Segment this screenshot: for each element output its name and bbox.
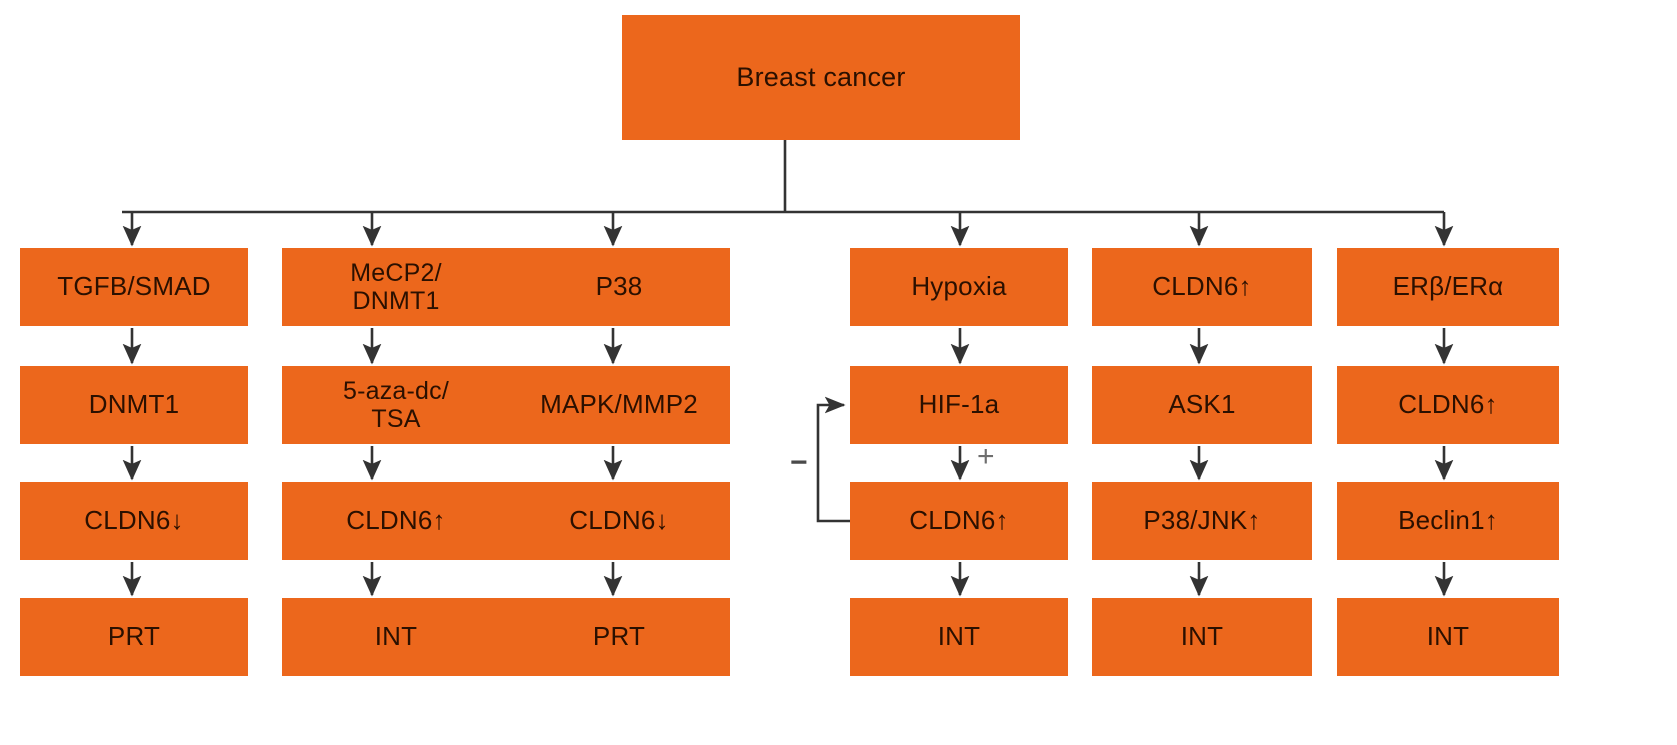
node-mecp2-dnmt1-row2[interactable]: 5-aza-dc/ TSA <box>282 366 510 444</box>
node-label: INT <box>937 621 981 652</box>
node-tgfb-smad-row1[interactable]: TGFB/SMAD <box>20 248 248 326</box>
node-p38-row2[interactable]: MAPK/MMP2 <box>508 366 730 444</box>
node-label: Hypoxia <box>911 271 1007 302</box>
node-label: CLDN6↓ <box>84 505 184 536</box>
node-cldn6-up-ask1-row2[interactable]: ASK1 <box>1092 366 1312 444</box>
node-breast-cancer[interactable]: Breast cancer <box>622 15 1020 140</box>
node-hypoxia-row2[interactable]: HIF-1a <box>850 366 1068 444</box>
node-label: P38/JNK↑ <box>1143 505 1261 536</box>
node-label: Breast cancer <box>736 62 906 93</box>
node-mecp2-dnmt1-row4[interactable]: INT <box>282 598 510 676</box>
node-cldn6-up-ask1-row4[interactable]: INT <box>1092 598 1312 676</box>
node-label: ASK1 <box>1168 389 1236 420</box>
node-label: CLDN6↑ <box>909 505 1009 536</box>
node-tgfb-smad-row3[interactable]: CLDN6↓ <box>20 482 248 560</box>
node-er-beta-alpha-row1[interactable]: ERβ/ERα <box>1337 248 1559 326</box>
node-p38-row4[interactable]: PRT <box>508 598 730 676</box>
distribution-bus <box>122 140 1454 247</box>
node-er-beta-alpha-row3[interactable]: Beclin1↑ <box>1337 482 1559 560</box>
node-label: CLDN6↑ <box>1398 389 1498 420</box>
node-label: PRT <box>107 621 161 652</box>
node-label: CLDN6↓ <box>569 505 669 536</box>
node-p38-row3[interactable]: CLDN6↓ <box>508 482 730 560</box>
node-hypoxia-row4[interactable]: INT <box>850 598 1068 676</box>
node-er-beta-alpha-row2[interactable]: CLDN6↑ <box>1337 366 1559 444</box>
node-label: PRT <box>592 621 646 652</box>
node-label: HIF-1a <box>918 389 1000 420</box>
node-label: P38 <box>595 271 643 302</box>
node-label: MeCP2/ DNMT1 <box>350 259 442 315</box>
feedback-loop-arrow <box>816 396 850 523</box>
node-label: 5-aza-dc/ TSA <box>342 377 449 433</box>
node-label: INT <box>374 621 418 652</box>
node-tgfb-smad-row2[interactable]: DNMT1 <box>20 366 248 444</box>
node-p38-row1[interactable]: P38 <box>508 248 730 326</box>
node-label: CLDN6↑ <box>1152 271 1252 302</box>
node-label: TGFB/SMAD <box>57 271 211 302</box>
node-label: INT <box>1426 621 1470 652</box>
node-label: DNMT1 <box>88 389 180 420</box>
node-label: INT <box>1180 621 1224 652</box>
node-mecp2-dnmt1-row1[interactable]: MeCP2/ DNMT1 <box>282 248 510 326</box>
node-label: ERβ/ERα <box>1392 271 1504 302</box>
node-mecp2-dnmt1-row3[interactable]: CLDN6↑ <box>282 482 510 560</box>
node-cldn6-up-ask1-row3[interactable]: P38/JNK↑ <box>1092 482 1312 560</box>
node-label: Beclin1↑ <box>1398 505 1498 536</box>
node-tgfb-smad-row4[interactable]: PRT <box>20 598 248 676</box>
node-label: MAPK/MMP2 <box>540 389 698 420</box>
node-cldn6-up-ask1-row1[interactable]: CLDN6↑ <box>1092 248 1312 326</box>
node-hypoxia-row3[interactable]: CLDN6↑ <box>850 482 1068 560</box>
positive-regulation-sign: + <box>977 440 995 473</box>
node-label: CLDN6↑ <box>346 505 446 536</box>
negative-feedback-sign: − <box>790 446 808 479</box>
node-hypoxia-row1[interactable]: Hypoxia <box>850 248 1068 326</box>
node-er-beta-alpha-row4[interactable]: INT <box>1337 598 1559 676</box>
